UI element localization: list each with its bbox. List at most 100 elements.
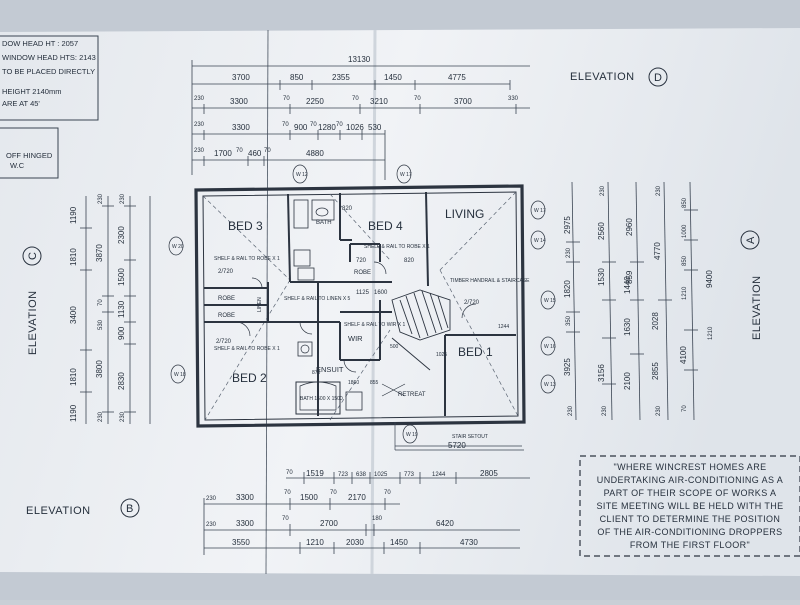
dim: 70	[282, 122, 289, 128]
dim: 4100	[679, 346, 688, 364]
dim: 70	[283, 96, 290, 102]
dim: 3925	[563, 358, 572, 376]
dim: 1026	[346, 123, 364, 132]
dim: 70	[282, 516, 289, 522]
elevation-label: ELEVATION	[570, 71, 635, 83]
dim: 638	[356, 472, 367, 478]
dim: 230	[568, 405, 574, 416]
dim: 3700	[454, 97, 472, 106]
dim: 2170	[348, 493, 366, 502]
dim: 870	[312, 370, 321, 376]
dim: 3156	[597, 364, 606, 382]
elevation-letter: D	[654, 72, 662, 84]
room-linen: LINEN	[257, 297, 263, 312]
dim: 2855	[651, 362, 660, 380]
door-size: 2/720	[218, 269, 234, 275]
dim: 1000	[682, 224, 688, 238]
dim: 230	[656, 185, 662, 196]
dim: 1630	[623, 318, 632, 336]
door-size: 820	[404, 258, 415, 264]
dim: 6420	[436, 519, 454, 528]
dim: 3550	[232, 538, 250, 547]
note-line: UNDERTAKING AIR-CONDITIONING AS A	[597, 475, 783, 485]
shelf-note: SHELF & RAIL TO ROBE X 1	[214, 346, 280, 352]
top-dimension-text: 13130 3700 850 2355 1450 4775 230 3300 7…	[194, 55, 519, 158]
dim: 1210	[306, 538, 324, 547]
window-tag: W 18	[174, 372, 186, 378]
air-conditioning-note-box: "WHERE WINCREST HOMES ARE UNDERTAKING AI…	[579, 455, 800, 557]
dim: 3870	[95, 244, 104, 262]
dim: 530	[98, 319, 104, 330]
dim: 350	[566, 315, 572, 326]
dim: 70	[236, 148, 243, 154]
elevation-label: ELEVATION	[26, 505, 91, 517]
dim: 9400	[705, 270, 714, 288]
dim: 230	[194, 148, 205, 154]
dim: 1500	[117, 268, 126, 286]
dim: 2355	[332, 73, 350, 82]
note-line: CLIENT TO DETERMINE THE POSITION	[600, 514, 781, 524]
dim: 500	[390, 344, 399, 350]
dim: 4775	[448, 73, 466, 82]
dim: 2960	[625, 218, 634, 236]
dim: 3300	[232, 123, 250, 132]
dim: 3800	[95, 360, 104, 378]
dim: 850	[682, 197, 688, 208]
room-bed4: BED 4	[368, 219, 403, 233]
room-ensuit: ENSUIT	[316, 365, 344, 374]
dim: 1280	[318, 123, 336, 132]
dim: 3300	[230, 97, 248, 106]
dim: 70	[284, 490, 291, 496]
dim: 723	[338, 472, 349, 478]
dim: 2250	[306, 97, 324, 106]
dim: 70	[98, 299, 104, 306]
note-line: W.C	[10, 161, 25, 170]
window-tag: W 13	[544, 382, 556, 388]
door-size: 2/720	[464, 300, 480, 306]
dim: 1519	[306, 469, 324, 478]
door-size: 720	[356, 258, 367, 264]
room-bed2: BED 2	[232, 371, 267, 385]
note-line: WINDOW HEAD HTS: 2143	[2, 53, 96, 62]
top-left-note-box: DOW HEAD HT : 2057 WINDOW HEAD HTS: 2143…	[0, 35, 99, 121]
dim: 1500	[300, 493, 318, 502]
staircase	[391, 289, 451, 371]
dim: 1210	[682, 286, 688, 300]
dim: 2975	[563, 216, 572, 234]
dim: 230	[120, 193, 126, 204]
dim: 70	[682, 405, 688, 412]
dim: 1440	[623, 276, 632, 294]
left-note-box: OFF HINGED W.C	[0, 127, 59, 179]
elevation-letter: B	[126, 503, 134, 515]
room-robe: ROBE	[218, 313, 235, 319]
dim: 900	[294, 123, 308, 132]
note-line: OF THE AIR-CONDITIONING DROPPERS	[597, 527, 782, 537]
dim: 4730	[460, 538, 478, 547]
window-tag: W 19	[406, 432, 418, 438]
note-line: "WHERE WINCREST HOMES ARE	[613, 462, 766, 472]
note-line: ARE AT 45'	[2, 99, 40, 108]
dim: 850	[682, 255, 688, 266]
dim: 900	[117, 326, 126, 340]
dim: 230	[194, 122, 205, 128]
dim: 1700	[214, 149, 232, 158]
room-robe: ROBE	[354, 270, 371, 276]
stair-setout: STAIR SETOUT	[452, 434, 488, 440]
dim: 2028	[651, 312, 660, 330]
note-line: DOW HEAD HT : 2057	[2, 39, 78, 48]
dim: 3700	[232, 73, 250, 82]
room-bed1: BED 1	[458, 345, 493, 359]
dim: 1450	[390, 538, 408, 547]
dim: 2805	[480, 469, 498, 478]
dim: 230	[602, 405, 608, 416]
dim: 859	[625, 270, 634, 284]
dim: 1244	[432, 472, 446, 478]
dim: 70	[336, 122, 343, 128]
note-line: TO BE PLACED DIRECTLY	[2, 67, 95, 76]
dim: 773	[404, 472, 415, 478]
elevation-letter: A	[745, 236, 757, 244]
dim: 1190	[69, 404, 78, 422]
left-dimension-lines	[80, 196, 151, 424]
dim: 330	[508, 96, 519, 102]
dim: 1210	[708, 326, 714, 340]
